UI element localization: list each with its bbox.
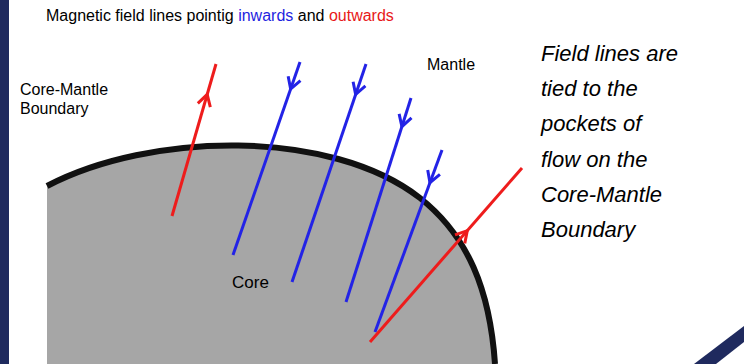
corner-mark [694,326,744,364]
title-text: and [298,6,325,25]
field-line [346,98,411,302]
note-text: Field lines are tied to the pockets of f… [541,36,681,247]
arrowhead [198,94,210,107]
boundary-label: Core-Mantle Boundary [20,80,124,118]
title-text: Magnetic field lines pointig [46,6,234,25]
core-region [47,145,495,364]
core-mantle-boundary [47,145,495,364]
region-label: Mantle [427,55,475,74]
arrowhead [399,114,411,127]
side-bar [0,0,9,364]
arrowhead [288,76,300,89]
field-line [375,150,442,332]
field-line [370,168,522,342]
field-line [292,64,366,282]
field-line [233,62,300,255]
arrowhead [353,82,365,95]
title-word-inwards: inwards [238,6,293,25]
field-line [172,64,216,216]
arrowhead [428,170,440,183]
arrowhead [455,231,467,244]
region-label: Core [232,273,269,293]
title-row: Magnetic field lines pointiginwards andou… [46,6,394,25]
title-word-outwards: outwards [329,6,394,25]
